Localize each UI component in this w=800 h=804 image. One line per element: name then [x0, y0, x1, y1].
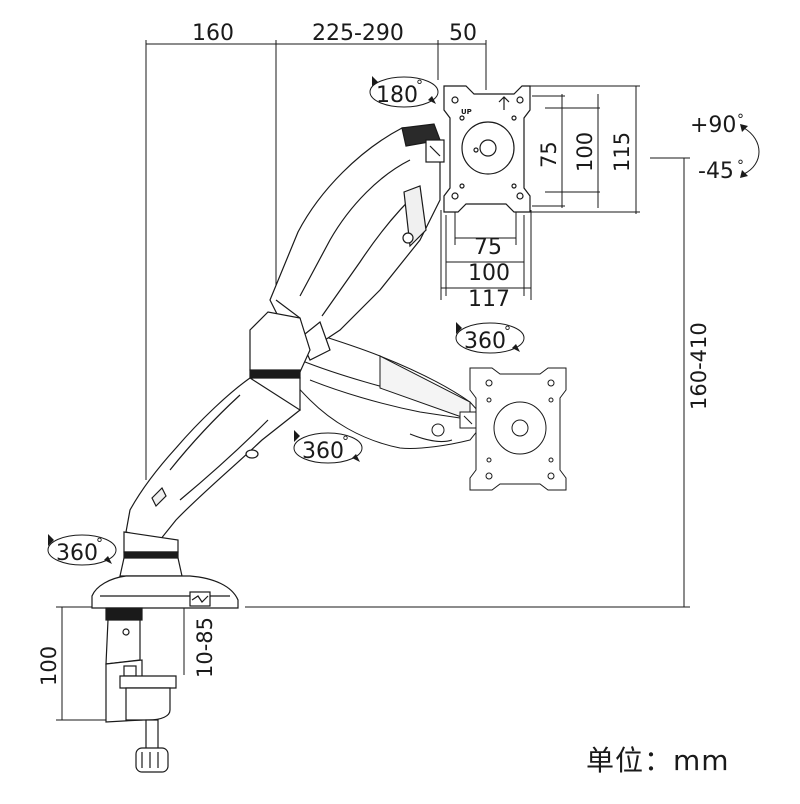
degree-symbol: °	[737, 158, 744, 174]
dim-plate-offset: 50	[449, 21, 477, 46]
rotation-base-value: 360	[56, 541, 98, 566]
degree-symbol: °	[96, 536, 103, 552]
dim-height-range: 160-410	[687, 322, 711, 410]
rotation-head-value: 180	[376, 83, 418, 108]
dim-base-offset: 160	[192, 21, 234, 46]
plate-up-marking: UP	[461, 108, 472, 116]
dim-vesa-vertical-75: 75	[537, 141, 561, 168]
rotation-elbow-indicator: 360 °	[293, 430, 363, 464]
base-assembly	[91, 531, 239, 609]
degree-symbol: °	[416, 78, 423, 94]
desk-clamp	[105, 607, 177, 773]
dim-vesa-horizontal-100: 100	[468, 261, 510, 286]
degree-symbol: °	[737, 112, 744, 128]
lower-vesa-plate	[469, 367, 567, 491]
degree-symbol: °	[342, 434, 349, 450]
upper-vesa-plate	[443, 85, 531, 213]
tilt-down-value: -45	[698, 159, 734, 184]
rotation-180-indicator: 180 °	[369, 76, 439, 108]
dim-vesa-horizontal-75: 75	[474, 235, 502, 260]
tilt-up-value: +90	[690, 113, 736, 138]
dim-vesa-vertical-115: 115	[610, 132, 634, 172]
rotation-plate-indicator: 360 °	[455, 322, 525, 354]
lower-arm	[125, 377, 302, 541]
degree-symbol: °	[504, 324, 511, 340]
rotation-plate-value: 360	[464, 329, 506, 354]
dim-vesa-vertical-100: 100	[573, 132, 597, 172]
unit-label: 单位：mm	[586, 744, 730, 777]
rotation-elbow-value: 360	[302, 439, 344, 464]
dim-clamp-height: 100	[37, 646, 61, 686]
dim-vesa-horizontal-117: 117	[468, 287, 510, 312]
dim-desk-thickness: 10-85	[193, 617, 217, 678]
rotation-base-indicator: 360 °	[47, 534, 117, 566]
dim-arm-reach: 225-290	[312, 21, 404, 46]
dimension-lines	[56, 40, 690, 721]
tilt-indicator: +90 ° -45 °	[690, 112, 760, 184]
